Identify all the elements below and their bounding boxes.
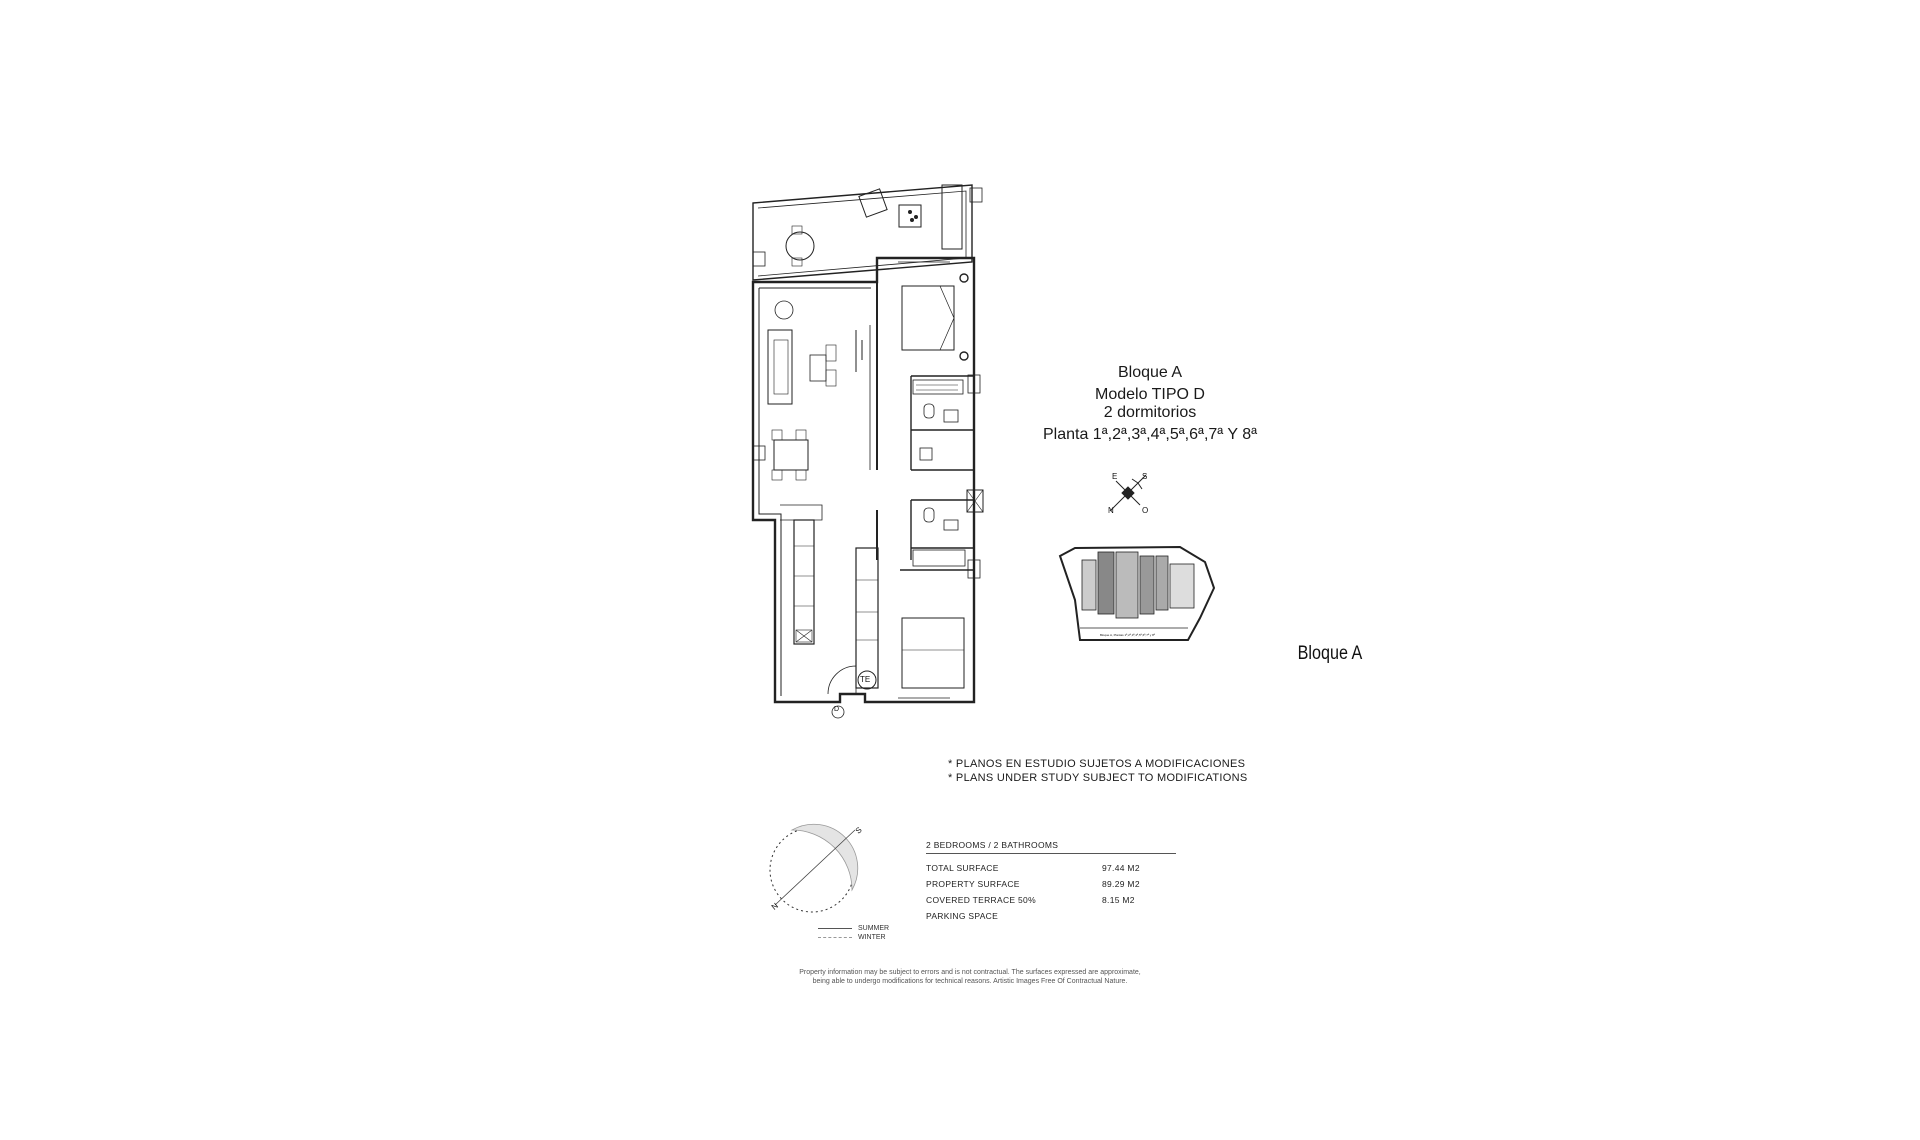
spec-table: 2 BEDROOMS / 2 BATHROOMS TOTAL SURFACE 9… xyxy=(926,840,1176,924)
spec-header: 2 BEDROOMS / 2 BATHROOMS xyxy=(926,840,1176,854)
spec-label: PROPERTY SURFACE xyxy=(926,879,1020,889)
compass-label-n: N xyxy=(1108,506,1114,515)
spec-row: COVERED TERRACE 50% 8.15 M2 xyxy=(926,892,1176,908)
spec-row: PARKING SPACE xyxy=(926,908,1176,924)
title-block: Bloque A Modelo TIPO D 2 dormitorios Pla… xyxy=(1030,362,1270,446)
model-title: Modelo TIPO D xyxy=(1095,386,1205,403)
note-es: * PLANOS EN ESTUDIO SUJETOS A MODIFICACI… xyxy=(948,758,1246,770)
compass-icon xyxy=(1109,474,1147,512)
bathroom-2 xyxy=(910,499,974,560)
key-plan-caption: Bloque A, Plantas 1ª,2ª,3ª,4ª,5ª,6ª,7ª y… xyxy=(1100,633,1155,637)
unit-marker: D xyxy=(834,706,840,713)
key-plan-label: Bloque A xyxy=(1297,643,1363,664)
duct xyxy=(966,489,984,513)
entrance-door xyxy=(827,665,857,695)
key-plan xyxy=(1058,545,1216,641)
spec-label: TOTAL SURFACE xyxy=(926,863,999,873)
spec-label: COVERED TERRACE 50% xyxy=(926,895,1036,905)
wardrobe xyxy=(855,547,879,689)
spec-value: 97.44 M2 xyxy=(1102,863,1140,873)
compass-label-e: E xyxy=(1112,472,1118,481)
dining-table xyxy=(773,439,809,471)
spec-value: 8.15 M2 xyxy=(1102,895,1135,905)
compass-label-s: S xyxy=(1142,472,1148,481)
spec-value xyxy=(1102,908,1176,924)
terrace-sofa xyxy=(941,184,963,250)
sofa xyxy=(767,329,793,405)
legend-winter: WINTER xyxy=(858,934,886,941)
notes: * PLANOS EN ESTUDIO SUJETOS A MODIFICACI… xyxy=(948,757,1247,785)
spec-value: 89.29 M2 xyxy=(1102,879,1140,889)
bathroom-1 xyxy=(910,375,974,471)
legend-summer: SUMMER xyxy=(858,925,890,932)
bedrooms-title: 2 dormitorios xyxy=(1103,404,1197,421)
block-title: Bloque A xyxy=(1117,364,1183,381)
note-en: * PLANS UNDER STUDY SUBJECT TO MODIFICAT… xyxy=(948,772,1248,784)
bed-2 xyxy=(901,617,965,689)
spec-row: TOTAL SURFACE 97.44 M2 xyxy=(926,860,1176,876)
spec-row: PROPERTY SURFACE 89.29 M2 xyxy=(926,876,1176,892)
sun-path-diagram xyxy=(769,823,859,913)
summer-swatch xyxy=(818,928,852,929)
tank-label: TE xyxy=(860,675,871,684)
unit-outer-wall xyxy=(751,256,976,704)
winter-swatch xyxy=(818,937,852,938)
spec-label: PARKING SPACE xyxy=(926,911,999,921)
bed-1 xyxy=(901,285,955,351)
floors-title: Planta 1ª,2ª,3ª,4ª,5ª,6ª,7ª Y 8ª xyxy=(1042,426,1258,443)
kitchen-counter xyxy=(793,519,815,645)
sun-legend: SUMMER WINTER xyxy=(818,924,889,942)
compass-label-o: O xyxy=(1142,506,1149,515)
disclaimer-line-2: being able to undergo modifications for … xyxy=(812,978,1128,985)
disclaimer: Property information may be subject to e… xyxy=(730,968,1210,986)
disclaimer-line-1: Property information may be subject to e… xyxy=(799,969,1141,976)
